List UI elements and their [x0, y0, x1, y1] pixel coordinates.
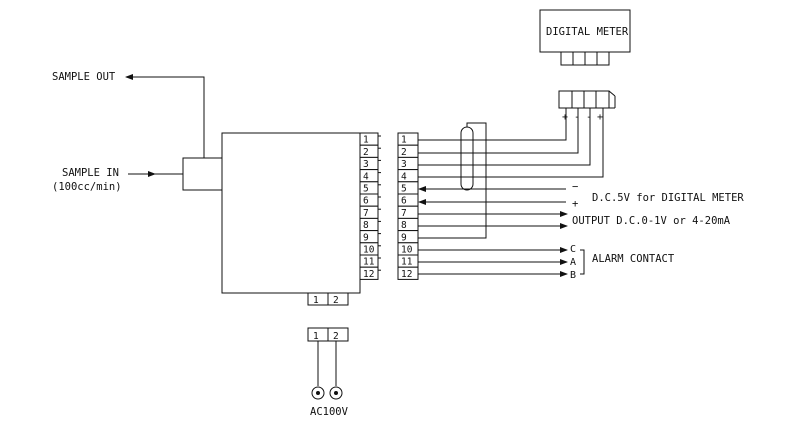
ext-cell-12 — [397, 266, 419, 280]
digital-meter-box — [539, 9, 631, 53]
unit-terminal-1: 1 — [363, 135, 369, 146]
power-terminal: 1 2 — [307, 327, 349, 400]
ext-terminal-7: 7 — [401, 208, 407, 219]
unit-terminal-7: 7 — [363, 208, 369, 219]
wire-2 — [418, 108, 579, 154]
ext-terminal-3: 3 — [401, 159, 407, 170]
analyzer-body — [221, 132, 361, 294]
alarm-term-b: B — [570, 270, 576, 281]
ext-terminal-8: 8 — [401, 220, 407, 231]
ext-terminal-11: 11 — [401, 257, 413, 268]
unit-terminal-3: 3 — [363, 159, 369, 170]
digital-meter-connector — [560, 51, 610, 66]
ext-terminal-12: 12 — [401, 269, 412, 280]
dc-plus-sign: + — [572, 198, 578, 210]
meter-pin2-polarity: - — [574, 112, 580, 123]
dc5v-label: D.C.5V for DIGITAL METER — [592, 192, 744, 204]
sample-flow-lines — [125, 74, 205, 177]
meter-pin4-polarity: + — [597, 112, 603, 123]
unit-terminal-2: 2 — [363, 147, 369, 158]
ext-terminal-1: 1 — [401, 135, 407, 146]
dc-minus-sign: − — [572, 181, 578, 193]
unit-terminal-6: 6 — [363, 196, 369, 207]
sample-out-label: SAMPLE OUT — [52, 71, 116, 83]
wiring — [418, 108, 604, 277]
meter-cable-connector — [558, 90, 616, 109]
unit-power-terminal: 1 2 — [307, 292, 349, 306]
unit-power-terminal-1: 1 — [313, 295, 319, 306]
unit-terminal-8: 8 — [363, 220, 369, 231]
unit-terminal-10: 10 — [363, 245, 375, 256]
alarm-bracket — [580, 249, 585, 275]
ac100v-label: AC100V — [310, 406, 349, 418]
ext-terminal-4: 4 — [401, 171, 407, 182]
alarm-contact-label: ALARM CONTACT — [592, 253, 675, 265]
power-terminal-1: 1 — [313, 331, 319, 342]
unit-cell-12 — [359, 266, 379, 280]
unit-terminal-9: 9 — [363, 232, 369, 243]
wire-1 — [418, 108, 567, 141]
ext-terminal-9: 9 — [401, 232, 407, 243]
ext-terminal-10: 10 — [401, 245, 413, 256]
ext-terminal-6: 6 — [401, 196, 407, 207]
shield-wire — [418, 122, 487, 239]
sample-in-arrow — [148, 171, 156, 177]
sample-port-block — [182, 157, 223, 191]
unit-terminal-12: 12 — [363, 269, 374, 280]
alarm-term-a: A — [570, 257, 576, 268]
unit-terminal-4: 4 — [363, 171, 369, 182]
power-terminal-2: 2 — [333, 331, 339, 342]
wire-3 — [418, 108, 591, 166]
cable-shield — [460, 126, 474, 191]
unit-terminal-11: 11 — [363, 257, 375, 268]
digital-meter-label: DIGITAL METER — [546, 26, 629, 38]
meter-pin1-polarity: + — [562, 112, 568, 123]
unit-power-terminal-2: 2 — [333, 295, 339, 306]
alarm-term-c: C — [570, 244, 576, 255]
meter-pin3-polarity: - — [586, 112, 592, 123]
ext-terminal-2: 2 — [401, 147, 407, 158]
output-label: OUTPUT D.C.0-1V or 4-20mA — [572, 215, 731, 227]
sample-out-line — [125, 74, 205, 158]
flow-rate-label: (100cc/min) — [52, 181, 122, 193]
wire-4 — [418, 108, 604, 178]
unit-terminal-5: 5 — [363, 184, 369, 195]
sample-in-label: SAMPLE IN — [62, 167, 119, 179]
ext-terminal-5: 5 — [401, 184, 407, 195]
